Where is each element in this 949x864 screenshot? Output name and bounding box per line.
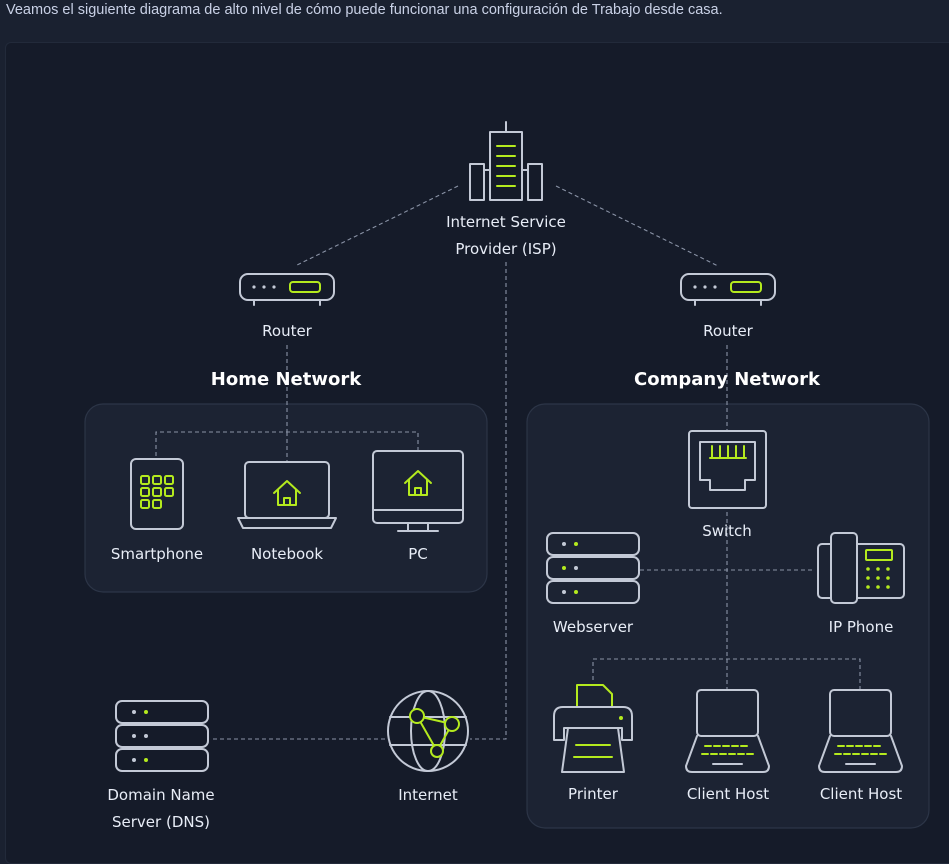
switch-icon — [688, 430, 767, 509]
router-right-icon — [680, 273, 776, 306]
webserver-label: Webserver — [553, 618, 634, 636]
intro-text: Veamos el siguiente diagrama de alto niv… — [6, 2, 723, 18]
smartphone-icon — [130, 458, 184, 530]
client-host-1-label: Client Host — [687, 785, 769, 803]
smartphone-label: Smartphone — [111, 545, 203, 563]
internet-label: Internet — [398, 786, 458, 804]
home-network-title: Home Network — [211, 369, 362, 390]
client-host-1-icon — [685, 689, 770, 773]
ip-phone-label: IP Phone — [829, 618, 894, 636]
client-host-2-icon — [818, 689, 903, 773]
dns-server-icon — [115, 700, 209, 772]
router-left-label: Router — [262, 322, 313, 340]
pc-icon — [372, 450, 464, 532]
internet-globe-icon — [387, 690, 469, 772]
isp-label-line1: Internet Service — [446, 213, 566, 231]
webserver-icon — [546, 532, 640, 604]
network-diagram: Internet Service Provider (ISP) Router R… — [84, 121, 930, 831]
pc-label: PC — [408, 545, 428, 563]
printer-icon — [553, 684, 633, 773]
printer-label: Printer — [568, 785, 619, 803]
router-right-label: Router — [703, 322, 754, 340]
company-network-title: Company Network — [634, 369, 821, 390]
notebook-icon — [237, 461, 337, 529]
dns-label-line2: Server (DNS) — [112, 813, 210, 831]
company-network-box — [526, 403, 930, 829]
client-host-2-label: Client Host — [820, 785, 902, 803]
switch-label: Switch — [702, 522, 752, 540]
ip-phone-icon — [817, 532, 905, 604]
isp-label-line2: Provider (ISP) — [455, 240, 556, 258]
dns-label-line1: Domain Name — [107, 786, 214, 804]
router-left-icon — [239, 273, 335, 306]
isp-building-icon — [469, 121, 543, 201]
connection-lines — [155, 185, 861, 740]
notebook-label: Notebook — [251, 545, 323, 563]
